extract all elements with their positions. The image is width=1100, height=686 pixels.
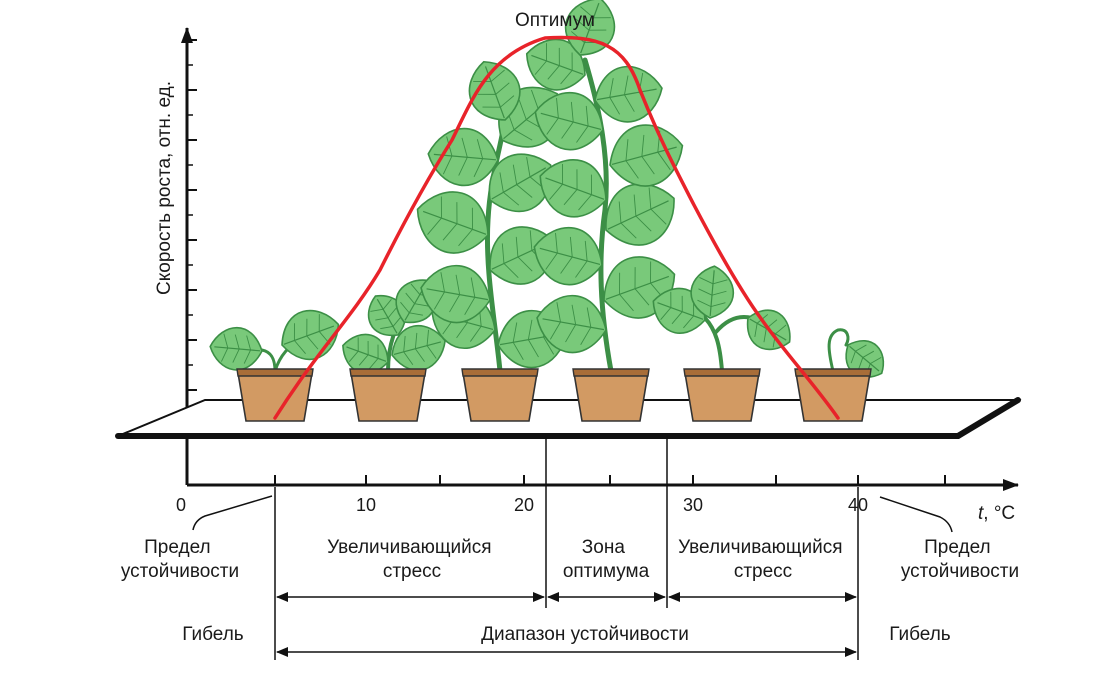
pot-rim bbox=[794, 368, 872, 377]
pot-rim bbox=[572, 368, 650, 377]
pot-body bbox=[684, 372, 760, 422]
y-axis-ticks bbox=[187, 39, 197, 391]
leaf bbox=[416, 191, 489, 254]
tolerance-curve bbox=[273, 35, 840, 420]
stem bbox=[703, 316, 724, 373]
leaf bbox=[488, 153, 552, 213]
largest-plant bbox=[525, 0, 684, 422]
stem bbox=[260, 348, 277, 373]
plants bbox=[209, 0, 884, 422]
leaf bbox=[420, 264, 491, 324]
platform-right-edge bbox=[955, 397, 1021, 439]
large-plant bbox=[416, 60, 568, 422]
x-tick-label-30: 30 bbox=[683, 495, 703, 515]
pot-body bbox=[350, 372, 426, 422]
leaf bbox=[609, 124, 684, 187]
pot-body bbox=[573, 372, 649, 422]
pot-rim bbox=[461, 368, 539, 377]
dying-plant bbox=[794, 328, 884, 422]
stem bbox=[582, 57, 614, 374]
leaf bbox=[427, 127, 499, 187]
x-tick-label-20: 20 bbox=[514, 495, 534, 515]
left-stress-label: Увеличивающийся стресс bbox=[327, 537, 497, 582]
optimum-zone-label: Зона оптимума bbox=[563, 537, 650, 582]
x-tick-label-10: 10 bbox=[356, 495, 376, 515]
leaf bbox=[536, 294, 607, 354]
x-axis-ticks bbox=[186, 475, 946, 485]
left-limit-label: Предел устойчивости bbox=[121, 537, 239, 582]
pot-rim bbox=[683, 368, 761, 377]
leaf bbox=[594, 65, 663, 123]
death-left-label: Гибель bbox=[182, 624, 244, 645]
leaf bbox=[534, 91, 604, 151]
y-axis-label: Скорость роста, отн. ед. bbox=[154, 81, 175, 295]
stem bbox=[827, 328, 850, 373]
peak-label: Оптимум bbox=[515, 10, 595, 31]
range-label: Диапазон устойчивости bbox=[481, 624, 689, 645]
leaf bbox=[539, 159, 607, 218]
small-plant bbox=[342, 279, 446, 422]
x-tick-label-0: 0 bbox=[176, 495, 186, 515]
x-axis-unit: t, °C bbox=[978, 503, 1015, 524]
leaf bbox=[468, 60, 521, 121]
right-limit-label: Предел устойчивости bbox=[901, 537, 1019, 582]
right-stress-label: Увеличивающийся стресс bbox=[678, 537, 848, 582]
pot-body bbox=[462, 372, 538, 422]
leaf bbox=[605, 183, 675, 246]
stem bbox=[714, 314, 754, 334]
pot-rim bbox=[349, 368, 427, 377]
right-limit-pointer bbox=[879, 496, 953, 533]
pot-rim bbox=[236, 368, 314, 377]
leaf bbox=[209, 326, 263, 371]
leaf bbox=[533, 226, 603, 286]
leaf bbox=[690, 265, 735, 319]
leaf bbox=[845, 339, 884, 378]
leaf bbox=[342, 333, 389, 375]
left-limit-pointer bbox=[192, 495, 273, 531]
death-right-label: Гибель bbox=[889, 624, 951, 645]
